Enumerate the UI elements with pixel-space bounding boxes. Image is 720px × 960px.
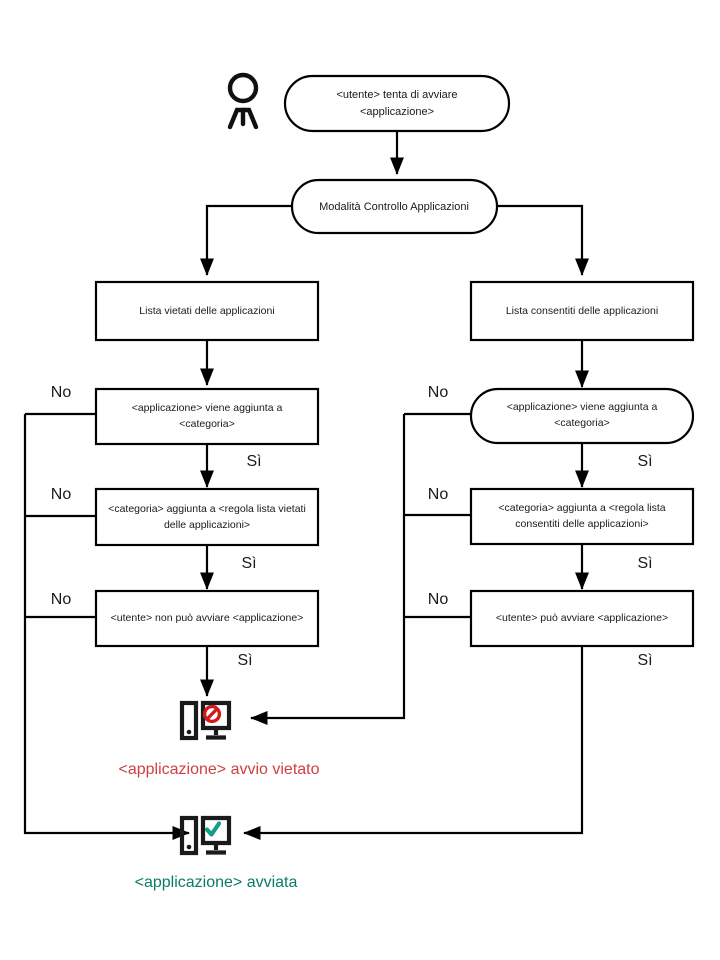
branch-labels: No Sì No Sì No Sì No Sì No Sì No Sì [51, 384, 653, 669]
node-denylist: Lista vietati delle applicazioni [94, 280, 320, 342]
node-denylist-line1: Lista vietati delle applicazioni [139, 305, 274, 317]
label-deny-category-no: No [51, 384, 72, 401]
label-deny-rule-no: No [51, 486, 72, 503]
node-allow-rule-line2: consentiti delle applicazioni> [515, 518, 648, 530]
node-allowlist-line1: Lista consentiti delle applicazioni [506, 305, 658, 317]
node-deny-category-line1: <applicazione> viene aggiunta a [132, 402, 283, 414]
computer-allowed-icon [179, 815, 232, 856]
computer-blocked-icon [179, 700, 232, 741]
label-allow-rule-yes: Sì [637, 555, 652, 572]
outcome-blocked-text: <applicazione> avvio vietato [118, 761, 319, 778]
label-allow-category-no: No [428, 384, 449, 401]
node-start: <utente> tenta di avviare <applicazione> [283, 74, 511, 133]
node-deny-result-line1: <utente> non può avviare <applicazione> [111, 612, 304, 624]
node-allow-category: <applicazione> viene aggiunta a <categor… [469, 387, 695, 445]
label-allow-result-yes: Sì [637, 652, 652, 669]
node-allow-category-line1: <applicazione> viene aggiunta a [507, 401, 658, 413]
label-allow-category-yes: Sì [637, 453, 652, 470]
node-allow-rule-line1: <categoria> aggiunta a <regola lista [498, 502, 665, 514]
label-deny-category-yes: Sì [246, 453, 261, 470]
node-start-line2: <applicazione> [360, 106, 434, 118]
user-actor-icon [227, 72, 259, 130]
node-application-control-mode: Modalità Controllo Applicazioni [290, 178, 499, 235]
node-allow-category-line2: <categoria> [554, 417, 609, 429]
node-deny-rule-line2: delle applicazioni> [164, 519, 250, 531]
label-allow-rule-no: No [428, 486, 449, 503]
flow-edges [23, 131, 590, 841]
node-allow-rule: <categoria> aggiunta a <regola lista con… [469, 487, 695, 546]
label-deny-result-no: No [51, 591, 72, 608]
node-deny-category-line2: <categoria> [179, 418, 234, 430]
node-start-line1: <utente> tenta di avviare [336, 89, 457, 101]
node-deny-rule-line1: <categoria> aggiunta a <regola lista vie… [108, 503, 306, 515]
node-deny-result: <utente> non può avviare <applicazione> [94, 589, 320, 648]
label-deny-result-yes: Sì [237, 652, 252, 669]
node-deny-category: <applicazione> viene aggiunta a <categor… [94, 387, 320, 446]
label-allow-result-no: No [428, 591, 449, 608]
node-allow-result-line1: <utente> può avviare <applicazione> [496, 612, 668, 624]
node-allow-result: <utente> può avviare <applicazione> [469, 589, 695, 648]
outcome-allowed-text: <applicazione> avviata [135, 874, 298, 891]
node-deny-rule: <categoria> aggiunta a <regola lista vie… [94, 487, 320, 547]
label-deny-rule-yes: Sì [241, 555, 256, 572]
node-allowlist: Lista consentiti delle applicazioni [469, 280, 695, 342]
node-mode-line1: Modalità Controllo Applicazioni [319, 201, 469, 213]
